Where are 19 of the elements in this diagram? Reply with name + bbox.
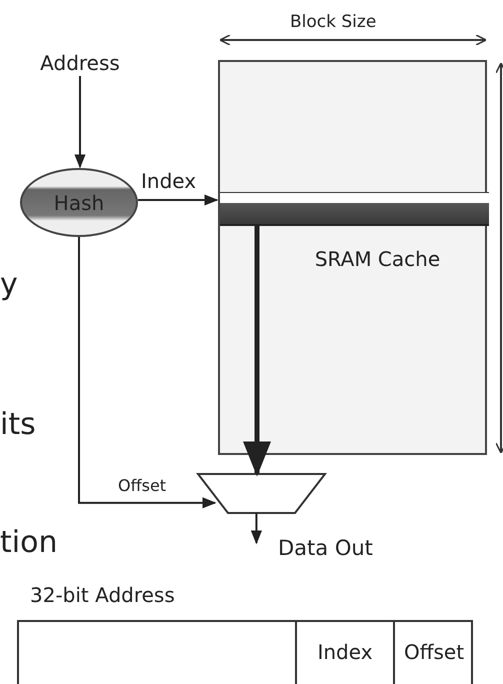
slide-text-fragment: its [0, 406, 36, 444]
table-cell: Index [295, 620, 393, 684]
slide-text-fragment: y [0, 266, 18, 304]
cache-line-band [220, 192, 489, 226]
arrow [243, 224, 271, 476]
arrow [74, 76, 86, 168]
arrow [138, 194, 218, 206]
multiplexer-trapezoid [198, 474, 325, 513]
table-cell: Offset [393, 620, 473, 684]
node-text: Address [40, 50, 120, 77]
slide-text-fragment: tion [0, 524, 58, 562]
arrow [250, 513, 262, 544]
dimension-label: Block Size [290, 11, 376, 34]
cache-array-box [218, 60, 487, 455]
node-text: SRAM Cache [314, 246, 440, 273]
output-label: Data Out [278, 535, 373, 562]
table-caption: 32-bit Address [30, 582, 175, 609]
arrow [78, 237, 216, 508]
node-text: Hash [54, 190, 104, 216]
